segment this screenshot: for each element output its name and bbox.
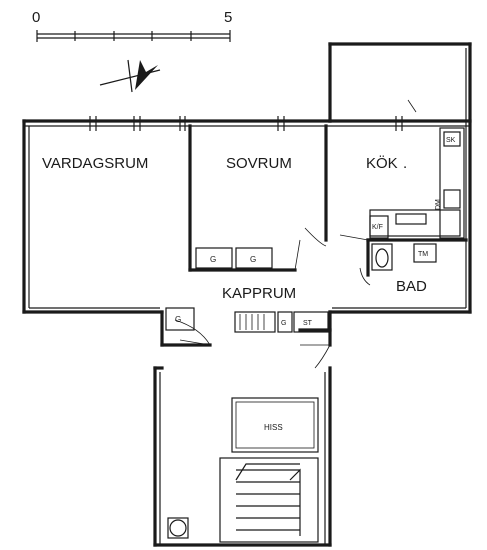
closet-g-3-label: G xyxy=(175,315,181,324)
room-label-kok: KÖK xyxy=(366,154,398,172)
bathroom-fixtures: TM xyxy=(371,243,437,271)
scale-end-label: 5 xyxy=(224,9,232,26)
closet-g-2: G xyxy=(235,247,273,269)
windows xyxy=(89,116,403,131)
closet-g-3: G xyxy=(165,307,195,331)
room-label-kok-mark: . xyxy=(403,155,407,172)
kf-label: K/F xyxy=(372,224,383,231)
door-swings xyxy=(174,99,417,369)
exterior-walls xyxy=(22,42,472,314)
wardrobe-row: G ST xyxy=(234,311,329,333)
scale-start-label: 0 xyxy=(32,9,40,26)
room-label-hiss: HISS xyxy=(264,423,283,432)
storage-st-label: ST xyxy=(303,320,313,327)
tm-label: TM xyxy=(418,251,428,258)
room-label-kapprum: KAPPRUM xyxy=(222,285,296,302)
room-label-bad: BAD xyxy=(396,278,427,295)
ds-label: DM xyxy=(435,199,442,210)
interior-walls xyxy=(160,124,468,347)
closet-g-4-label: G xyxy=(281,320,286,327)
kitchen-counter: SK DM K/F xyxy=(369,127,465,239)
closet-g-1-label: G xyxy=(210,255,216,264)
stairwell xyxy=(153,366,332,547)
closet-g-2-label: G xyxy=(250,255,256,264)
closet-g-1: G xyxy=(195,247,233,269)
sk-label: SK xyxy=(446,137,456,144)
scale-bar: 0 5 xyxy=(32,9,232,42)
room-label-sovrum: SOVRUM xyxy=(226,155,292,172)
room-label-vardagsrum: VARDAGSRUM xyxy=(42,155,148,172)
north-arrow-icon xyxy=(99,59,161,93)
